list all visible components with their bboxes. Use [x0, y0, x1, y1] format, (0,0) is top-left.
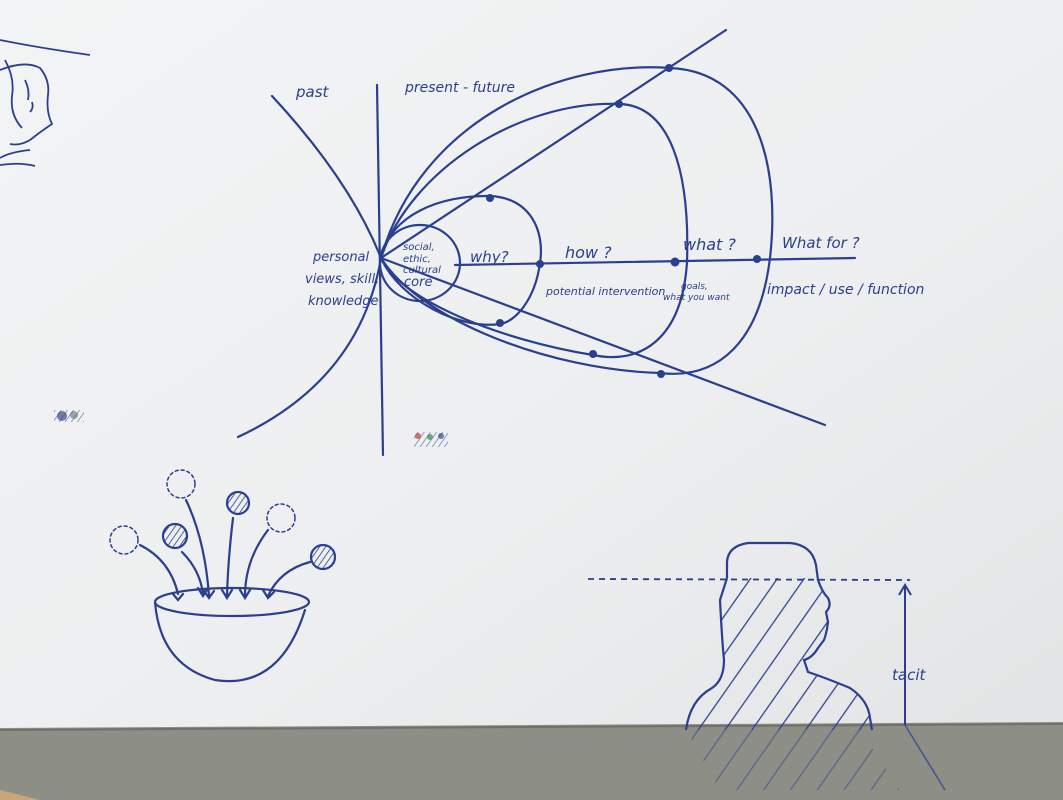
label-personal-line-2: views, skill, — [305, 272, 379, 287]
label-past: past — [295, 83, 330, 101]
label-goals-line-2: what you want — [663, 293, 730, 303]
label-why: why? — [470, 248, 509, 266]
label-core-line-2: ethic, — [403, 254, 431, 265]
wall — [0, 0, 1063, 728]
small-sticker-left — [54, 410, 84, 422]
label-core-line-4: core — [404, 275, 432, 290]
label-potential-intervention: potential intervention — [545, 285, 665, 298]
label-goals-line-1: goals, — [681, 282, 708, 292]
label-present-future: present - future — [404, 80, 515, 96]
label-what-for: What for ? — [782, 234, 860, 252]
label-what: what ? — [683, 235, 736, 254]
floor — [0, 722, 1063, 800]
label-tacit: tacit — [892, 666, 926, 684]
small-sticker-center — [414, 432, 448, 447]
label-how: how ? — [565, 243, 612, 262]
label-personal-line-3: knowledge — [308, 294, 378, 309]
label-personal-line-1: personal — [312, 250, 370, 265]
label-impact: impact / use / function — [767, 282, 924, 298]
label-core-line-1: social, — [403, 242, 435, 253]
